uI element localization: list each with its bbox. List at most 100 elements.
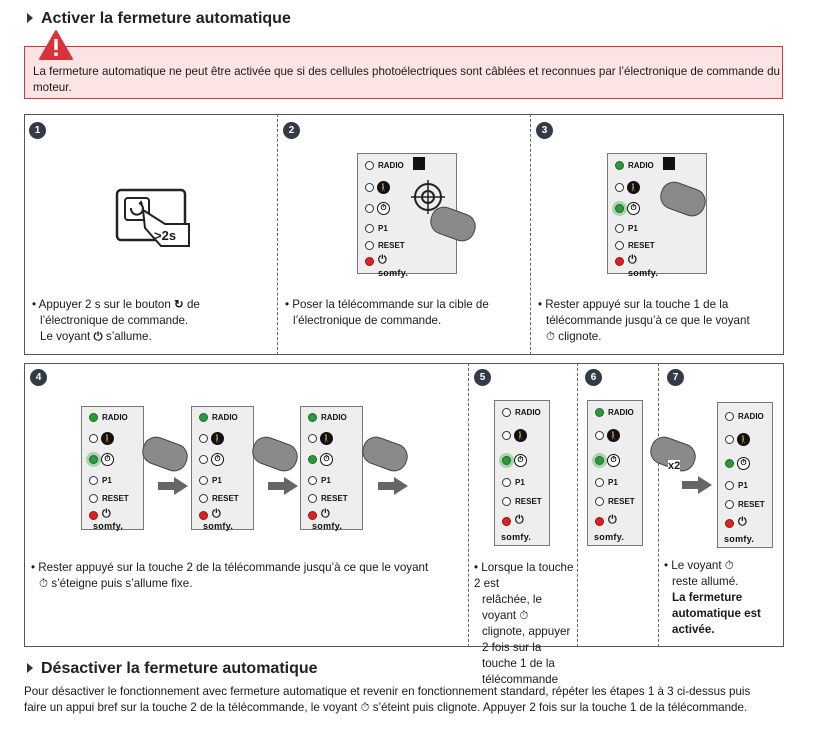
reset-led <box>615 241 624 250</box>
press-count-badge: x2 <box>668 460 681 472</box>
step-7-bold2: automatique est <box>672 607 761 620</box>
control-panel: RADIO 🚶 ⏱ P1 RESET ⏻ somfy. <box>357 153 457 278</box>
power-led <box>595 517 604 526</box>
pedestrian-icon: 🚶 <box>627 181 640 194</box>
steps-row-1 <box>24 114 784 355</box>
somfy-logo: somfy. <box>628 268 659 278</box>
p1-label: P1 <box>102 476 112 485</box>
step-1-line3a: Le voyant <box>40 330 91 343</box>
radio-led <box>365 161 374 170</box>
power-icon: ⏻ <box>738 516 747 528</box>
section-deactivate-heading: Désactiver la fermeture automatique <box>27 660 318 678</box>
reset-label: RESET <box>515 497 542 506</box>
radio-logo-icon <box>663 157 675 170</box>
radio-led <box>308 413 317 422</box>
arrow-right-icon <box>378 477 408 495</box>
power-icon: ⏻ <box>93 330 103 343</box>
step-number-1: 1 <box>29 122 46 139</box>
p1-led <box>308 476 317 485</box>
pedestrian-led <box>725 435 734 444</box>
step-1-line1a: Appuyer 2 s sur le bouton <box>38 298 171 311</box>
p1-led <box>365 224 374 233</box>
control-panel: RADIO 🚶 ⏱ P1 RESET ⏻ somfy. <box>494 400 550 546</box>
step-7-line1: Le voyant <box>671 559 722 572</box>
timer-icon: ⏱ <box>627 202 640 215</box>
step-7-line2: reste allumé. <box>672 575 739 588</box>
triangle-bullet-icon <box>27 663 33 673</box>
divider <box>277 114 278 355</box>
p1-label: P1 <box>628 224 638 233</box>
power-icon: ⏻ <box>212 508 221 520</box>
timer-icon: ⏱ <box>211 453 224 466</box>
radio-label: RADIO <box>212 413 238 422</box>
reset-led <box>502 497 511 506</box>
step-1-line2: l’électronique de commande. <box>40 314 189 327</box>
step-number-3: 3 <box>536 122 553 139</box>
pedestrian-led <box>595 431 604 440</box>
step-1-line1b: de <box>186 298 200 311</box>
timer-led-on <box>308 455 317 464</box>
divider <box>530 114 531 355</box>
section-activate-heading: Activer la fermeture automatique <box>27 10 291 28</box>
timer-led-on <box>725 459 734 468</box>
reset-led <box>365 241 374 250</box>
p1-label: P1 <box>378 224 388 233</box>
radio-label: RADIO <box>628 161 654 170</box>
p1-label: P1 <box>321 476 331 485</box>
radio-led <box>595 408 604 417</box>
step-4-text: • Rester appuyé sur la touche 2 de la té… <box>31 561 429 590</box>
divider <box>577 363 578 647</box>
somfy-logo: somfy. <box>378 268 409 278</box>
timer-icon: ⏱ <box>39 577 49 590</box>
radio-label: RADIO <box>378 161 404 170</box>
radio-label: RADIO <box>321 413 347 422</box>
reset-led <box>308 494 317 503</box>
pedestrian-icon: 🚶 <box>377 181 390 194</box>
pedestrian-led <box>308 434 317 443</box>
power-icon: ⏻ <box>628 254 637 266</box>
radio-led <box>199 413 208 422</box>
reset-label: RESET <box>738 500 765 509</box>
step-1-line3b: s’allume. <box>105 330 152 343</box>
power-icon: ⏻ <box>321 508 330 520</box>
control-panel: RADIO 🚶 ⏱ P1 RESET ⏻ somfy. <box>191 406 254 531</box>
rotate-arrow-icon: ↻ <box>174 298 184 311</box>
step-7-text: • Le voyant ⏱ reste allumé. La fermeture… <box>664 558 782 638</box>
pedestrian-icon: 🚶 <box>737 433 750 446</box>
step-2-line1: Poser la télécommande sur la cible de <box>292 298 489 311</box>
power-led <box>365 257 374 266</box>
reset-led <box>725 500 734 509</box>
power-icon: ⏻ <box>515 514 524 526</box>
step-5-line1: Lorsque la touche 2 est <box>474 561 574 590</box>
power-led <box>308 511 317 520</box>
step-number-5: 5 <box>474 369 491 386</box>
somfy-logo: somfy. <box>93 521 124 531</box>
section-title: Désactiver la fermeture automatique <box>41 660 318 677</box>
timer-icon: ⏱ <box>101 453 114 466</box>
reset-label: RESET <box>608 497 635 506</box>
power-led <box>725 519 734 528</box>
step-5-line2a: relâchée, le voyant <box>482 593 542 622</box>
step-2-text: • Poser la télécommande sur la cible de … <box>285 297 525 329</box>
pedestrian-icon: 🚶 <box>607 429 620 442</box>
deactivate-line2b: s’éteint puis clignote. Appuyer 2 fois s… <box>372 701 748 714</box>
radio-label: RADIO <box>608 408 634 417</box>
timer-icon: ⏱ <box>320 453 333 466</box>
step-3-line3: clignote. <box>558 330 602 343</box>
timer-led-blinking <box>615 204 624 213</box>
steps-row-2 <box>24 363 784 647</box>
power-led <box>615 257 624 266</box>
step-number-7: 7 <box>667 369 684 386</box>
step-number-4: 4 <box>30 369 47 386</box>
p1-label: P1 <box>738 481 748 490</box>
control-panel: RADIO 🚶 ⏱ P1 RESET ⏻ somfy. <box>607 153 707 278</box>
p1-label: P1 <box>515 478 525 487</box>
somfy-logo: somfy. <box>312 521 343 531</box>
somfy-logo: somfy. <box>203 521 234 531</box>
somfy-logo: somfy. <box>594 532 625 542</box>
step-3-line1: Rester appuyé sur la touche 1 de la <box>545 298 729 311</box>
radio-led <box>615 161 624 170</box>
pedestrian-icon: 🚶 <box>101 432 114 445</box>
somfy-logo: somfy. <box>724 534 755 544</box>
p1-label: P1 <box>212 476 222 485</box>
